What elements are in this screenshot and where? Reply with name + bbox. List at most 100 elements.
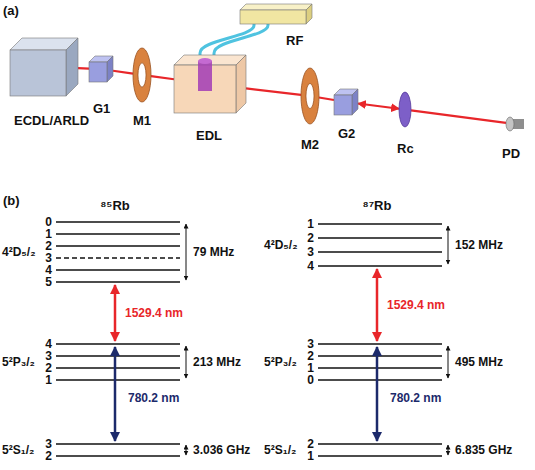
lamp-bulb-top [198,58,212,64]
component-figure [89,56,113,82]
level-number: 2 [307,350,314,362]
level-line [56,233,180,235]
laser-source: ECDL/ARLD [10,38,78,96]
level-line [318,237,442,239]
component-figure [399,92,411,127]
component-figure [506,117,524,131]
component-label: PD [502,147,520,160]
splitting-value: 495 MHz [455,356,503,368]
splitting-value: 3.036 GHz [193,444,250,456]
state-name: 5²S₁/₂ [2,444,34,456]
rf-source: RF [240,4,312,24]
laser-beam [113,71,133,74]
lamp-bulb [198,61,212,91]
level-number: 1 [307,362,314,374]
transition-arrow [114,347,117,441]
level-line [318,443,442,445]
transition-arrow [376,269,379,341]
level-number: 3 [45,252,52,264]
transition-arrow [376,347,379,441]
component-figure [334,89,358,115]
level-line [56,281,180,283]
isotope-name: ⁸⁵Rb [100,199,130,212]
span-bracket [186,346,187,378]
box-side [236,55,246,113]
level-line [56,367,180,369]
splitting-value: 152 MHz [455,239,503,251]
span-bracket [186,224,187,280]
level-number: 0 [307,374,314,386]
level-number: 1 [307,218,314,230]
level-line [56,455,180,457]
level-line [56,379,180,381]
level-number: 0 [45,216,52,228]
splitting-value: 6.835 GHz [455,444,512,456]
level-line [318,223,442,225]
level-line [56,355,180,357]
level-number: 3 [307,246,314,258]
rf-cable [200,24,254,55]
cavity-mirror: M2 [301,68,319,124]
level-line [56,269,180,271]
component-label: ECDL/ARLD [14,114,89,127]
component-figure [240,4,312,24]
rf-cable [214,24,268,55]
level-line [318,343,442,345]
level-line [318,251,442,253]
component-figure [133,48,151,102]
level-line [56,245,180,247]
level-number: 2 [307,438,314,450]
lens-shape [399,92,411,127]
box-top [240,4,312,10]
rb85-levels [56,222,186,456]
state-name: 5²P₃/₂ [2,356,35,368]
component-label: Rc [397,142,414,155]
state-name: 4²D₅/₂ [2,246,36,258]
glan-prism: G2 [334,89,358,115]
level-line [318,265,442,267]
level-line [318,379,442,381]
level-line [318,367,442,369]
box-front [240,10,306,24]
component-label: M1 [133,114,151,127]
lens: Rc [399,92,411,127]
wavelength-label: 1529.4 nm [125,307,183,319]
box-side [306,4,312,24]
level-number: 1 [45,374,52,386]
cavity-mirror: M1 [133,48,151,102]
mirror-ring [301,68,319,124]
state-name: 5²S₁/₂ [264,444,296,456]
component-label: M2 [301,138,319,151]
level-number: 2 [45,240,52,252]
level-line [56,343,180,345]
laser-beam [246,88,301,95]
level-number: 4 [45,264,52,276]
component-figure [174,55,246,113]
level-number: 5 [45,276,52,288]
level-number: 1 [307,450,314,462]
rb87-levels [318,224,448,456]
wavelength-label: 1529.4 nm [387,299,445,311]
level-line [56,443,180,445]
splitting-value: 213 MHz [193,356,241,368]
box-side [66,38,78,96]
glan-prism: G1 [89,56,113,82]
level-number: 4 [307,260,314,272]
span-bracket [448,346,449,378]
laser-beam [151,76,174,79]
mirror-ring [133,48,151,102]
wavelength-label: 780.2 nm [390,392,441,404]
span-bracket [186,445,187,455]
component-label: G1 [93,102,110,115]
box-side [352,89,358,115]
panel-tag: (a) [3,4,19,17]
wavelength-label: 780.2 nm [128,392,179,404]
state-name: 4²D₅/₂ [264,239,298,251]
level-line [318,355,442,357]
level-number: 3 [45,350,52,362]
laser-beam [358,104,399,109]
level-line [56,221,180,223]
